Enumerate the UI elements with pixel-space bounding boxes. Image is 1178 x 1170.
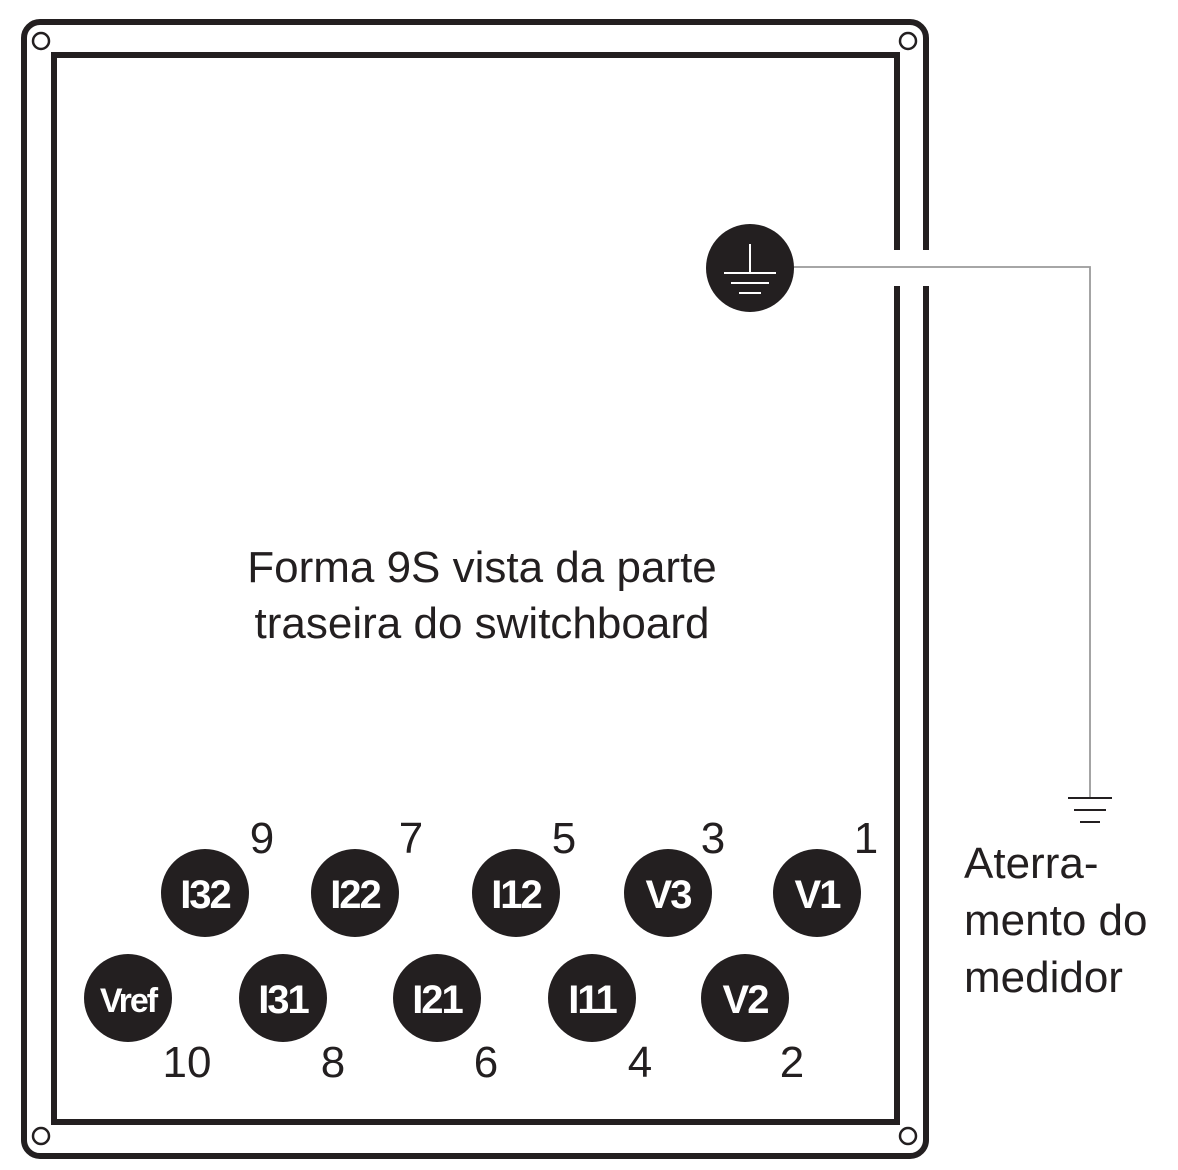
terminal-i12: I12 5 (472, 814, 576, 937)
terminal-i22-number: 7 (399, 814, 423, 863)
terminal-i11-number: 4 (628, 1038, 652, 1087)
terminal-i32: I32 9 (161, 814, 274, 937)
terminal-i31: I31 8 (239, 954, 345, 1087)
ground-symbol-icon (706, 224, 794, 312)
terminal-v3-number: 3 (701, 814, 725, 863)
screw-bottom-left-icon (31, 1126, 51, 1146)
terminal-i31-number: 8 (321, 1038, 345, 1087)
terminal-i12-disc (472, 849, 560, 937)
terminal-i32-disc (161, 849, 249, 937)
ground-label-line-3: medidor (964, 953, 1123, 1002)
earth-ground-icon (1068, 797, 1112, 823)
terminal-i11-label: I11 (568, 978, 617, 1022)
terminal-v2-disc (701, 954, 789, 1042)
terminal-v1-number: 1 (854, 814, 878, 863)
screw-bottom-right-icon (898, 1126, 918, 1146)
terminal-i22: I22 7 (311, 814, 423, 937)
terminal-v2: V2 2 (701, 954, 804, 1087)
terminal-v2-label: V2 (723, 978, 769, 1022)
outer-enclosure (21, 19, 929, 1159)
terminal-v2-number: 2 (780, 1038, 804, 1087)
terminal-i32-number: 9 (250, 814, 274, 863)
inner-panel (51, 52, 900, 1125)
screw-top-right-icon (898, 31, 918, 51)
terminal-i22-label: I22 (330, 873, 380, 917)
terminal-i12-number: 5 (552, 814, 576, 863)
terminal-i32-label: I32 (180, 873, 230, 917)
terminal-i31-disc (239, 954, 327, 1042)
terminal-v1-label: V1 (795, 873, 842, 917)
terminal-i21-label: I21 (412, 978, 463, 1022)
screw-top-left-icon (31, 31, 51, 51)
terminal-i11-disc (548, 954, 636, 1042)
terminal-i12-label: I12 (491, 873, 541, 917)
terminal-v1-disc (773, 849, 861, 937)
terminal-v1: V1 1 (773, 814, 878, 937)
terminal-vref-disc (84, 954, 172, 1042)
terminal-vref-number: 10 (163, 1038, 212, 1087)
terminal-vref-label: Vref (100, 982, 159, 1020)
terminal-v3-disc (624, 849, 712, 937)
ground-label-line-2: mento do (964, 896, 1147, 945)
terminal-v3-label: V3 (646, 873, 692, 917)
diagram-title-line-2: traseira do switchboard (255, 599, 710, 648)
terminal-i31-label: I31 (258, 978, 309, 1022)
terminal-i22-disc (311, 849, 399, 937)
terminal-i21-number: 6 (474, 1038, 498, 1087)
terminal-i21-disc (393, 954, 481, 1042)
terminal-v3: V3 3 (624, 814, 725, 937)
ground-wire (792, 266, 1091, 798)
terminal-i21: I21 6 (393, 954, 498, 1087)
terminal-i11: I11 4 (548, 954, 652, 1087)
ground-label-line-1: Aterra- (964, 839, 1098, 888)
diagram-title-line-1: Forma 9S vista da parte (247, 543, 717, 592)
terminal-vref: Vref 10 (84, 954, 211, 1087)
